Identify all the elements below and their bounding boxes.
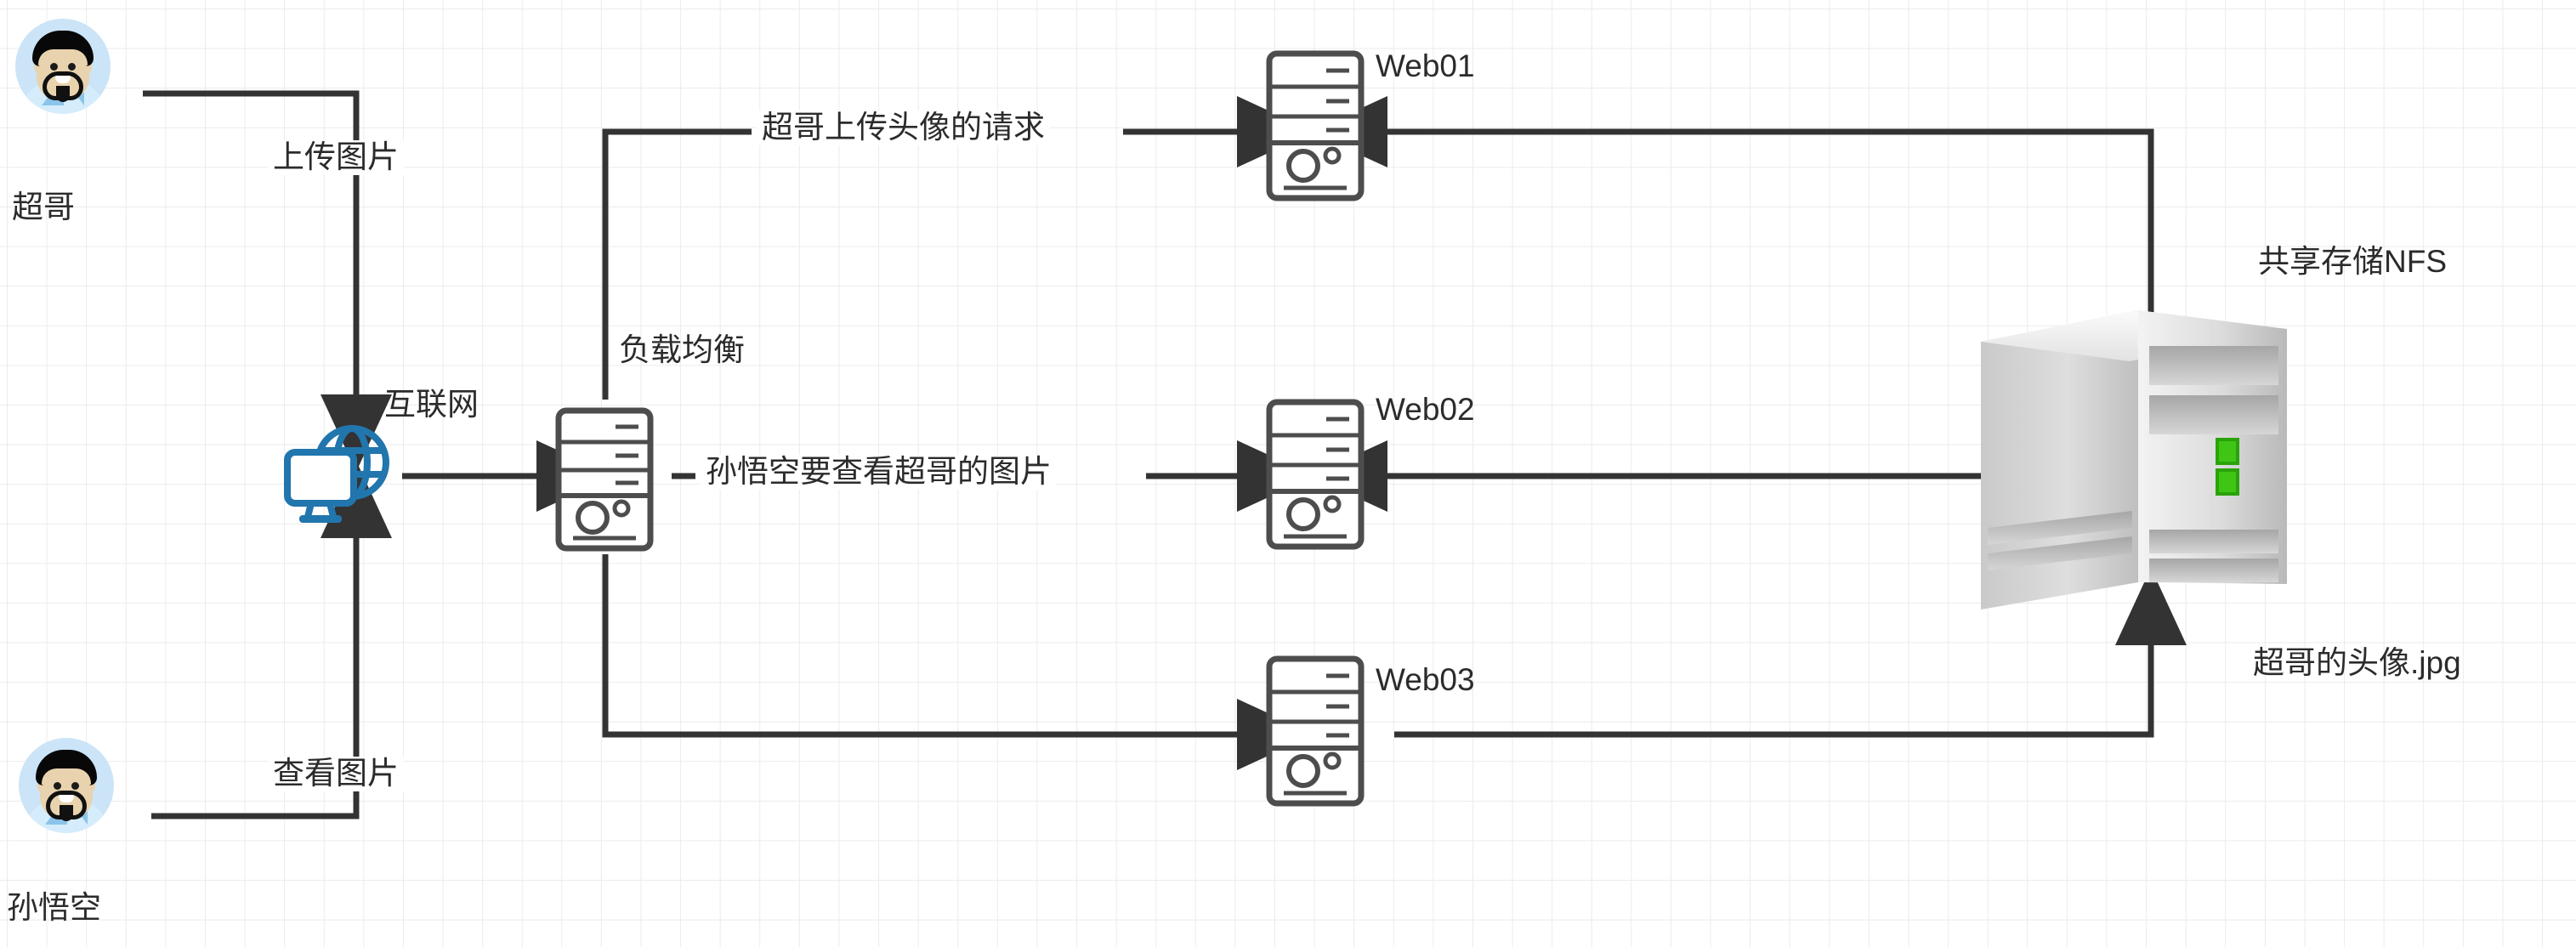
- avatar-mouth: [59, 795, 74, 802]
- avatar-goatee: [60, 805, 73, 821]
- storage-server-nfs-icon[interactable]: [1981, 310, 2287, 642]
- led-indicator-1: [2216, 438, 2239, 465]
- internet-globe-icon[interactable]: [281, 418, 400, 529]
- avatar-eye-right: [68, 63, 76, 71]
- label-node-web01: Web01: [1376, 48, 1475, 83]
- label-node-internet: 互联网: [384, 387, 479, 422]
- avatar-eye-left: [54, 782, 61, 790]
- edge-web03-to-nfs: [1394, 568, 2187, 738]
- label-node-web03: Web03: [1376, 662, 1475, 697]
- server-tower-web02[interactable]: [1265, 398, 1365, 551]
- edge-label-upload-request: 超哥上传头像的请求: [757, 110, 1050, 145]
- label-node-loadbalancer: 负载均衡: [619, 332, 745, 367]
- edge-label-view-image: 查看图片: [268, 756, 404, 791]
- label-actor-wukong: 孙悟空: [7, 890, 101, 925]
- led-indicator-2: [2216, 468, 2239, 496]
- edge-label-view-request: 孙悟空要查看超哥的图片: [701, 454, 1057, 490]
- edge-label-upload-image: 上传图片: [268, 139, 404, 175]
- server-tower-web01[interactable]: [1265, 49, 1365, 202]
- avatar-eye-right: [71, 782, 79, 790]
- label-node-web02: Web02: [1376, 392, 1475, 427]
- label-actor-chaoge: 超哥: [12, 190, 75, 224]
- edge-lb-to-web03: [602, 554, 1314, 770]
- server-tower-web03[interactable]: [1265, 655, 1365, 808]
- label-stored-file: 超哥的头像.jpg: [2253, 645, 2461, 680]
- avatar-mouth: [55, 76, 71, 83]
- avatar-hair: [32, 31, 94, 66]
- avatar-eye-left: [50, 63, 58, 71]
- server-tower-loadbalancer[interactable]: [554, 406, 655, 553]
- label-node-nfs: 共享存储NFS: [2258, 244, 2447, 279]
- avatar-hair: [36, 750, 97, 785]
- avatar-goatee: [56, 86, 70, 102]
- avatar-wukong[interactable]: [19, 738, 114, 833]
- avatar-chaoge[interactable]: [15, 19, 111, 114]
